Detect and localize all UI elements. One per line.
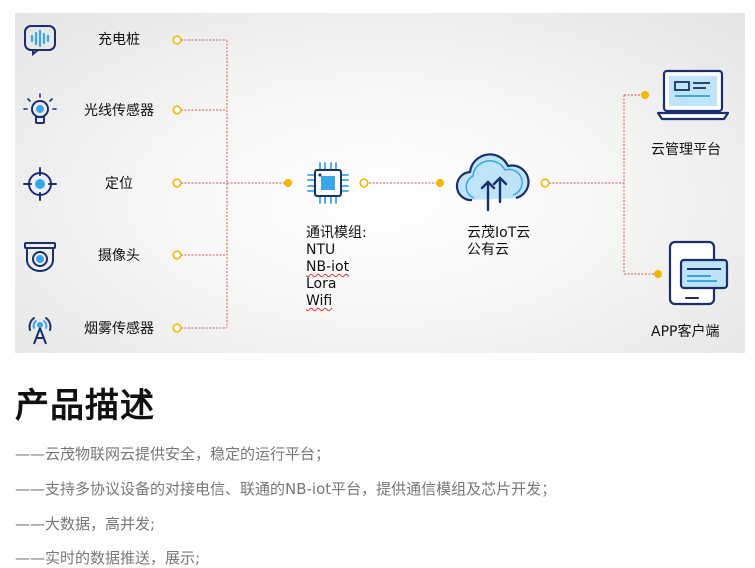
- connector-dot: [172, 250, 182, 260]
- crosshair-icon: [23, 167, 57, 201]
- connector-dot: [172, 178, 182, 188]
- laptop-icon: [656, 69, 730, 121]
- connector-dot: [172, 35, 182, 45]
- device-label: 光线传感器: [84, 103, 154, 119]
- description-line: ——云茂物联网云提供安全，稳定的运行平台；: [15, 445, 331, 463]
- device-label: 烟雾传感器: [84, 321, 154, 337]
- connector-lines: [172, 35, 662, 333]
- module-item: Wifi: [306, 293, 333, 309]
- cloud-type: 公有云: [467, 242, 509, 258]
- connector-dot: [540, 178, 550, 188]
- connector-dot: [172, 323, 182, 333]
- cloud-name: 云茂IoT云: [467, 225, 531, 241]
- architecture-diagram: 充电桩 光线传感器 定位 摄像头 烟雾传感器 通讯模组: NTU NB-iot …: [15, 13, 745, 353]
- device-label: 充电桩: [98, 32, 140, 48]
- module-item: NB-iot: [306, 259, 350, 275]
- tablet-icon: [668, 240, 729, 306]
- module-item: Lora: [306, 276, 337, 292]
- description-line: ——大数据，高并发;: [15, 515, 156, 533]
- connector-dot: [172, 105, 182, 115]
- output-label: APP客户端: [651, 324, 720, 340]
- chip-icon: [307, 162, 349, 204]
- cloud-description: 云茂IoT云 公有云: [467, 225, 530, 259]
- connector-dot: [284, 179, 292, 187]
- device-label: 摄像头: [98, 248, 140, 264]
- module-description: 通讯模组: NTU NB-iot Lora Wifi: [306, 225, 367, 310]
- connector-dot: [436, 179, 444, 187]
- description-line: ——实时的数据推送，展示;: [15, 549, 201, 567]
- device-label: 定位: [105, 176, 133, 192]
- light-bulb-icon: [23, 93, 57, 124]
- module-item: NTU: [306, 242, 336, 258]
- output-label: 云管理平台: [651, 142, 721, 158]
- section-title: 产品描述: [15, 386, 155, 426]
- connector-dot: [641, 91, 649, 99]
- antenna-icon: [28, 317, 52, 345]
- connector-dot: [359, 178, 369, 188]
- cloud-upload-icon: [455, 153, 530, 212]
- connector-dot: [654, 270, 662, 278]
- voice-wave-icon: [24, 25, 56, 56]
- module-title: 通讯模组:: [306, 225, 367, 241]
- description-line: ——支持多协议设备的对接电信、联通的NB-iot平台，提供通信模组及芯片开发；: [15, 480, 557, 498]
- camera-icon: [24, 242, 56, 272]
